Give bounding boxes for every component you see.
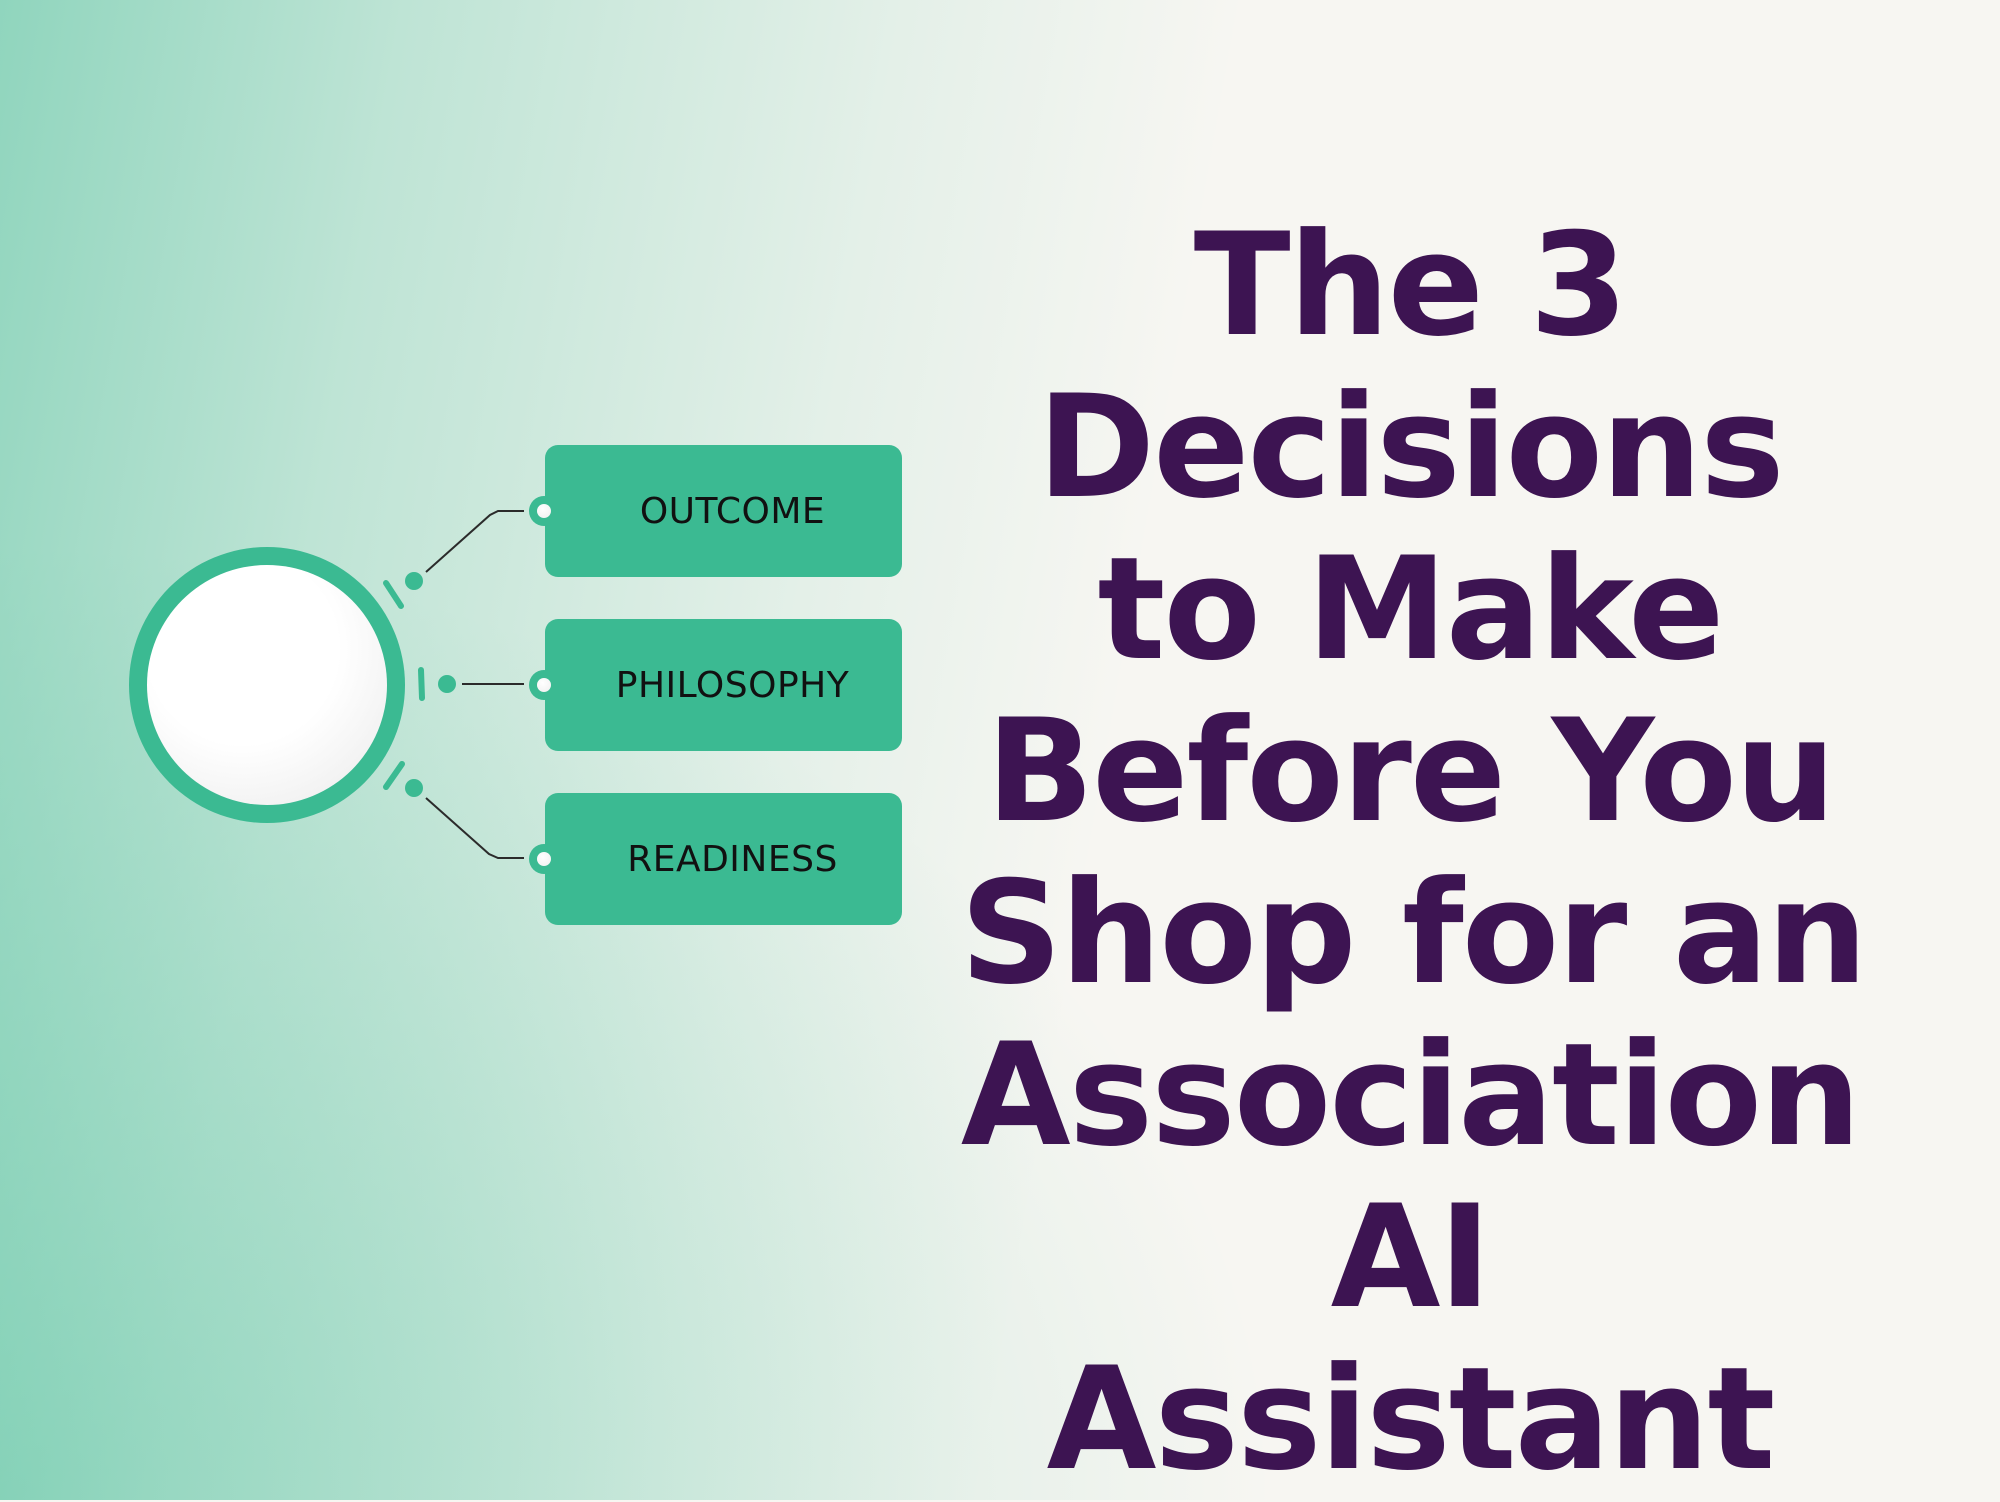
title-line: Association [960, 1013, 1861, 1179]
title-line: AI [1330, 1175, 1492, 1341]
hub-dot-top [405, 572, 423, 590]
node-label-outcome: OUTCOME [639, 490, 826, 532]
connector-outcome [425, 510, 524, 573]
connector-tab-outcome [529, 496, 559, 526]
connector-readiness [425, 797, 524, 859]
page-title: The 3 Decisions to Make Before You Shop … [960, 203, 1868, 1502]
decision-diagram: OUTCOME PHILOSOPHY READINESS [0, 0, 1000, 1500]
connector-lines [383, 510, 524, 859]
hub-tick-middle [418, 667, 425, 701]
connector-tab-philosophy [529, 670, 559, 700]
node-outcome[interactable]: OUTCOME [529, 445, 902, 577]
title-line: Before You [985, 689, 1836, 855]
connector-dot-icon [537, 504, 551, 518]
hub-tick-top [383, 580, 404, 609]
node-readiness[interactable]: READINESS [529, 793, 902, 925]
hub-tick-bottom [383, 761, 405, 790]
hub-circle-center [147, 565, 387, 805]
title-line: The 3 [1193, 203, 1629, 369]
node-philosophy[interactable]: PHILOSOPHY [529, 619, 902, 751]
node-label-philosophy: PHILOSOPHY [615, 664, 850, 706]
title-line: Decisions [1037, 365, 1784, 531]
connector-dot-icon [537, 678, 551, 692]
hub-dot-bottom [405, 779, 423, 797]
hub-circle [129, 547, 405, 823]
title-line: to Make [1097, 527, 1725, 693]
connector-tab-readiness [529, 844, 559, 874]
hub-dot-middle [438, 675, 456, 693]
title-line: Assistant [1046, 1337, 1776, 1502]
title-line: Shop for an [960, 851, 1868, 1017]
node-label-readiness: READINESS [627, 838, 838, 880]
connector-dot-icon [537, 852, 551, 866]
